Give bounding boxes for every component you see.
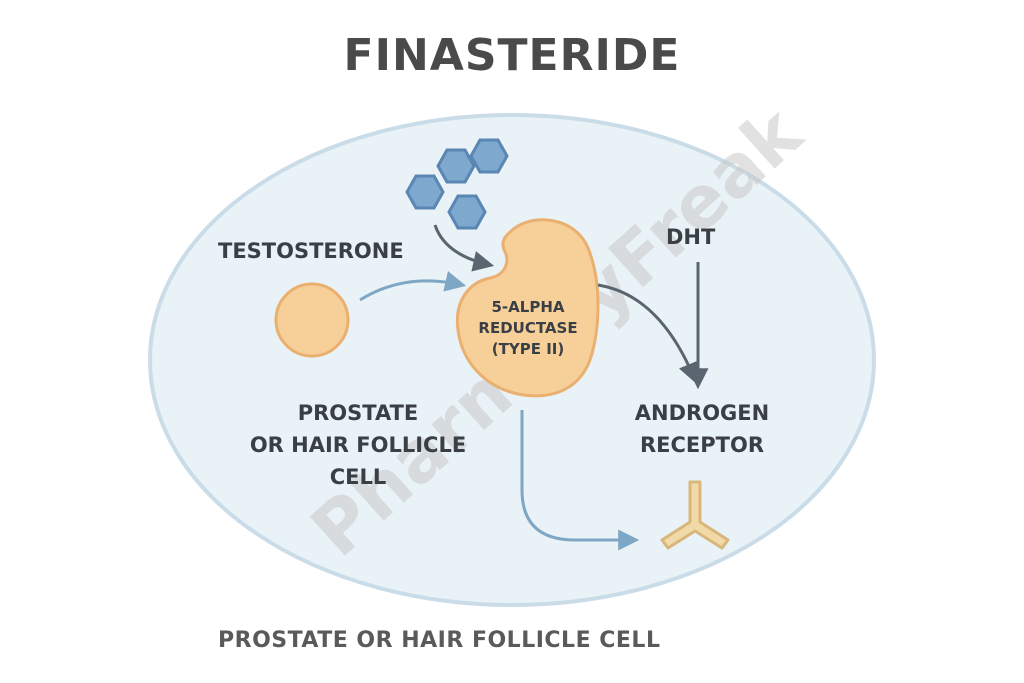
testosterone-label: TESTOSTERONE (218, 239, 404, 263)
hexagon-molecule-4 (447, 194, 487, 230)
enzyme-output-arrow (520, 410, 640, 551)
hexagon-molecule-2 (436, 148, 476, 184)
androgen-receptor-icon (660, 480, 730, 550)
receptor-label-line2: RECEPTOR (640, 433, 764, 457)
diagram-title: FINASTERIDE (343, 30, 681, 81)
cell-label-line3: CELL (330, 465, 387, 489)
dht-to-receptor-arrow (597, 283, 699, 384)
enzyme-5-alpha-reductase (455, 218, 600, 398)
hexagon-molecule-3 (469, 138, 509, 174)
hexagon-molecule-1 (405, 174, 445, 210)
receptor-label-line1: ANDROGEN (635, 401, 769, 425)
testosterone-molecule (274, 282, 350, 358)
dht-label: DHT (666, 225, 716, 249)
cell-label-line1: PROSTATE (298, 401, 419, 425)
enzyme-label-line1: 5-ALPHA (492, 298, 565, 316)
finasteride-molecules (405, 138, 509, 230)
enzyme-label-line3: (TYPE II) (492, 340, 564, 358)
cell-label-line2: OR HAIR FOLLICLE (250, 433, 466, 457)
testosterone-arrow (359, 271, 467, 302)
enzyme-label-line2: REDUCTASE (478, 319, 577, 337)
inhibitor-arrow (433, 224, 495, 272)
cell-caption: PROSTATE OR HAIR FOLLICLE CELL (218, 628, 661, 653)
